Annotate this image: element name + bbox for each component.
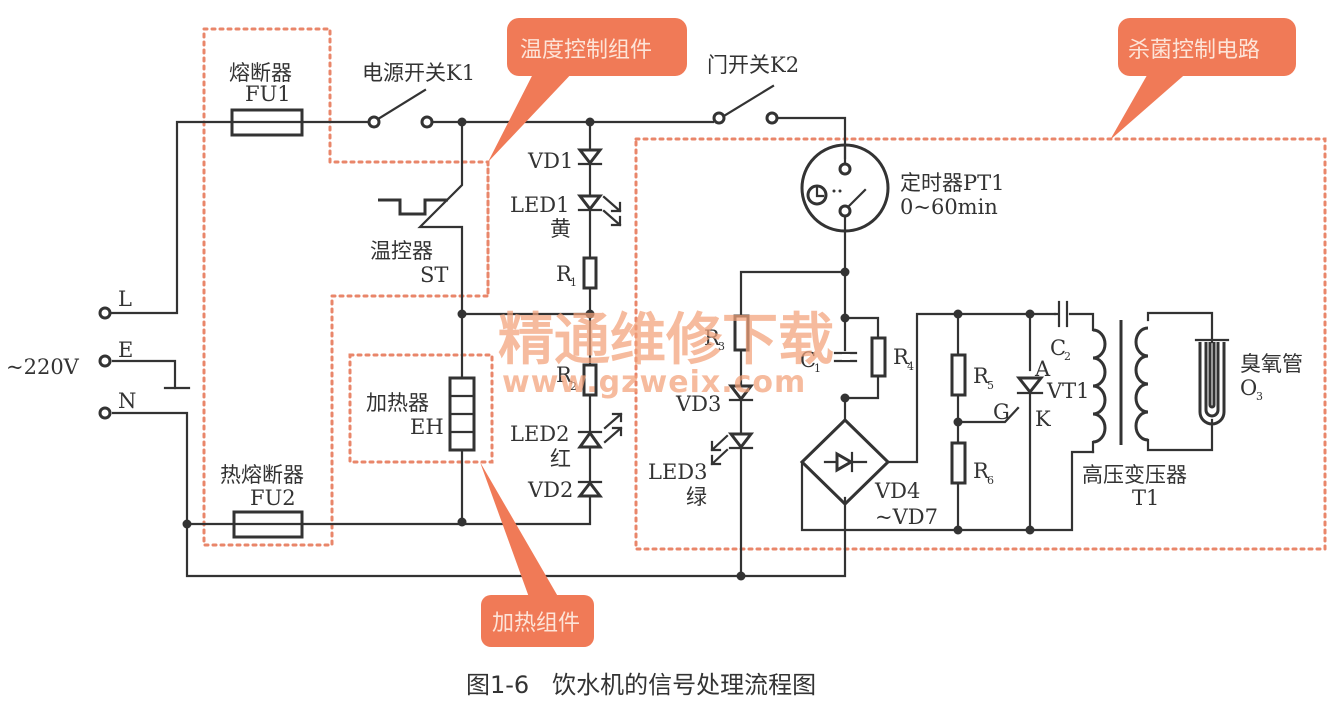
thermostat-st: 温控器 ST bbox=[370, 198, 448, 287]
r2-sub: 2 bbox=[570, 380, 577, 393]
ozone-sub: 3 bbox=[1256, 390, 1263, 403]
terminal-n-label: N bbox=[118, 389, 136, 413]
c1-sub: 1 bbox=[814, 362, 821, 375]
led1-color: 黄 bbox=[550, 217, 571, 241]
vd2-label: VD2 bbox=[527, 478, 573, 502]
hv-transformer-t1: 高压变压器 T1 bbox=[1082, 320, 1187, 510]
resistor-r4: R 4 bbox=[870, 336, 914, 378]
t1-name: 高压变压器 bbox=[1082, 463, 1187, 487]
fu1-ref: FU1 bbox=[245, 82, 291, 106]
capacitor-c2: C 2 bbox=[1050, 300, 1071, 363]
pt1-name: 定时器PT1 bbox=[900, 171, 1005, 195]
resistor-r6: R 6 bbox=[950, 441, 994, 487]
r4-sub: 4 bbox=[907, 360, 914, 373]
resistor-r3: R 3 bbox=[704, 314, 750, 353]
led-led3: LED3 绿 bbox=[648, 432, 755, 509]
led-led2: LED2 红 bbox=[510, 412, 623, 471]
c2-sub: 2 bbox=[1064, 350, 1071, 363]
bridge-ref: VD4 bbox=[874, 479, 920, 503]
c1-label: C bbox=[800, 348, 816, 372]
terminal-e bbox=[98, 354, 112, 368]
r2-label: R bbox=[556, 363, 573, 387]
r1-label: R bbox=[556, 262, 573, 286]
resistor-r2: R 2 bbox=[556, 363, 598, 397]
callout-temperature-label: 温度控制组件 bbox=[520, 38, 652, 63]
clock-icon bbox=[806, 184, 828, 206]
watermark: 精通维修下载 www.gzweix.com bbox=[498, 308, 834, 400]
r3-sub: 3 bbox=[718, 340, 725, 353]
led2-color: 红 bbox=[550, 447, 571, 471]
ozone-tube-o3: 臭氧管 O 3 bbox=[1194, 338, 1303, 426]
fu2-ref: FU2 bbox=[250, 486, 296, 510]
led2-label: LED2 bbox=[510, 422, 569, 446]
r6-label: R bbox=[973, 459, 990, 483]
terminal-e-label: E bbox=[118, 338, 133, 362]
power-switch-k1: 电源开关K1 bbox=[362, 61, 475, 129]
r4-label: R bbox=[893, 345, 910, 369]
ozone-name: 臭氧管 bbox=[1240, 352, 1303, 376]
r3-label: R bbox=[704, 326, 721, 350]
resistor-r1: R 1 bbox=[556, 256, 598, 290]
vt1-label: VT1 bbox=[1046, 379, 1090, 403]
figure-caption: 图1-6 饮水机的信号处理流程图 bbox=[466, 671, 816, 699]
fu1-name: 熔断器 bbox=[229, 61, 292, 85]
led3-label: LED3 bbox=[648, 460, 707, 484]
watermark-line1: 精通维修下载 bbox=[498, 308, 834, 373]
led1-label: LED1 bbox=[510, 193, 569, 217]
diode-vd3: VD3 bbox=[675, 384, 755, 416]
led-led1: LED1 黄 bbox=[510, 193, 622, 241]
resistor-r5: R 5 bbox=[950, 353, 994, 397]
bridge-rectifier-vd4-vd7: VD4 ~VD7 bbox=[799, 417, 938, 529]
heating-group-border bbox=[348, 353, 494, 464]
vd3-label: VD3 bbox=[675, 392, 721, 416]
wires bbox=[103, 84, 1214, 578]
group-borders bbox=[202, 27, 1327, 551]
fu2-name: 热熔断器 bbox=[220, 463, 304, 487]
r5-label: R bbox=[973, 364, 990, 388]
eh-name: 加热器 bbox=[366, 391, 429, 415]
vt1-anode-label: A bbox=[1034, 357, 1051, 381]
thyristor-vt1: A VT1 G K bbox=[993, 357, 1090, 431]
vt1-gate-label: G bbox=[993, 400, 1010, 424]
eh-ref: EH bbox=[410, 415, 444, 439]
fuse-fu1: 熔断器 FU1 bbox=[229, 61, 304, 137]
terminal-l-label: L bbox=[118, 287, 132, 311]
watermark-line2: www.gzweix.com bbox=[502, 365, 806, 400]
sterilization-group-border bbox=[634, 137, 1327, 551]
fuse-group-border bbox=[202, 27, 490, 547]
diode-vd1: VD1 bbox=[527, 148, 604, 173]
terminal-l bbox=[98, 306, 112, 320]
ozone-ref: O bbox=[1240, 376, 1257, 400]
callout-sterilization-label: 杀菌控制电路 bbox=[1128, 38, 1260, 63]
k2-label: 门开关K2 bbox=[707, 53, 799, 77]
callout-temperature-control: 温度控制组件 bbox=[488, 18, 687, 162]
heater-eh: 加热器 EH bbox=[366, 376, 476, 452]
terminal-n bbox=[98, 406, 112, 420]
callout-sterilization-control: 杀菌控制电路 bbox=[1110, 18, 1296, 140]
c2-label: C bbox=[1050, 336, 1066, 360]
diode-vd2: VD2 bbox=[527, 478, 604, 502]
vt1-cathode-label: K bbox=[1035, 407, 1051, 431]
r5-sub: 5 bbox=[987, 379, 994, 392]
capacitor-c1: C 1 bbox=[800, 348, 858, 375]
led3-color: 绿 bbox=[686, 485, 707, 509]
r6-sub: 6 bbox=[987, 474, 994, 487]
r1-sub: 1 bbox=[570, 276, 577, 289]
callout-heating-label: 加热组件 bbox=[492, 611, 580, 636]
vd1-label: VD1 bbox=[527, 149, 573, 173]
t1-ref: T1 bbox=[1132, 486, 1159, 510]
st-ref: ST bbox=[420, 263, 448, 287]
timer-pt1: 定时器PT1 0~60min bbox=[800, 143, 1005, 233]
power-terminals: L E N ~220V bbox=[6, 287, 136, 420]
st-name: 温控器 bbox=[370, 239, 433, 263]
door-switch-k2: 门开关K2 bbox=[707, 53, 799, 125]
k1-label: 电源开关K1 bbox=[362, 61, 475, 85]
callout-heating: 加热组件 bbox=[480, 462, 594, 647]
pt1-range: 0~60min bbox=[900, 195, 998, 219]
junction-dots bbox=[182, 117, 1035, 581]
supply-voltage-label: ~220V bbox=[6, 355, 80, 379]
thermal-fuse-fu2: 热熔断器 FU2 bbox=[220, 463, 304, 539]
bridge-ref2: ~VD7 bbox=[875, 505, 938, 529]
